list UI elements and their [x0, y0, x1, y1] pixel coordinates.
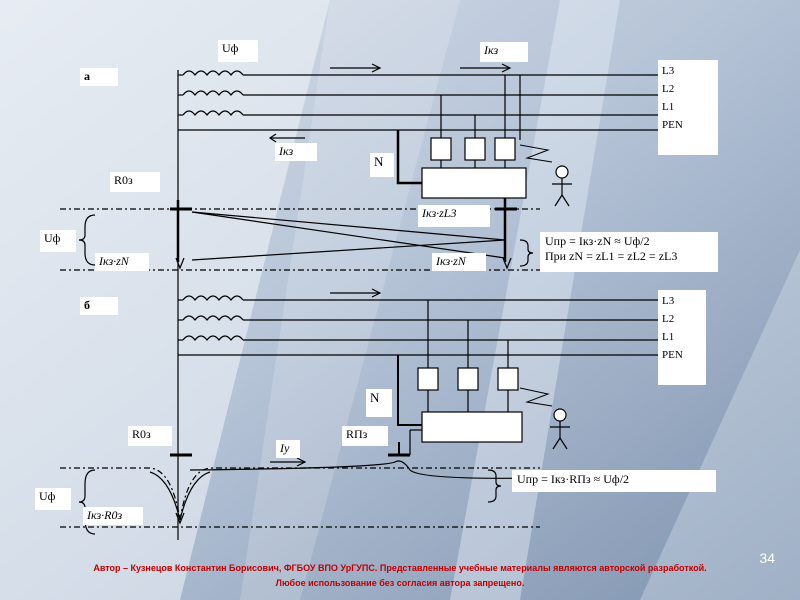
voltage-drop-label-b: Iкз·R0з: [83, 507, 143, 525]
phase-label: PEN: [662, 119, 683, 131]
phase-voltage-label: Uф: [218, 40, 258, 62]
neutral-label-a: N: [370, 153, 394, 177]
phase-label: L1: [662, 101, 675, 113]
coil-a-l3: [182, 70, 244, 76]
leak-current-label: Iу: [276, 440, 300, 458]
earth-rp-label: RПз: [342, 426, 388, 446]
phase-label: L3: [662, 295, 675, 307]
phase-label: L3: [662, 65, 675, 77]
phase-voltage-label-b: Uф: [35, 488, 71, 510]
phase-label: PEN: [662, 349, 683, 361]
voltage-drop-zn-left: Iкз·zN: [95, 253, 149, 271]
phase-labels-a: L3 L2 L1 PEN: [658, 60, 718, 155]
phase-label: L1: [662, 331, 675, 343]
voltage-drop-zn-right: Iкз·zN: [432, 253, 486, 271]
formula-box-a: Uпр = Iкз·zN ≈ Uф/2 При zN = zL1 = zL2 =…: [540, 232, 718, 272]
voltage-drop-zl3: Iкз·zL3: [418, 205, 490, 227]
phase-label: L2: [662, 83, 675, 95]
formula-touch-voltage-b: Uпр = Iкз·RПз ≈ Uф/2: [517, 472, 630, 486]
phase-voltage-side-label: Uф: [40, 230, 76, 252]
fault-current-label-2: Iкз: [275, 143, 317, 161]
section-label-a: а: [80, 68, 118, 86]
footer-author-line: Автор – Кузнецов Константин Борисович, Ф…: [93, 563, 707, 573]
phase-labels-b: L3 L2 L1 PEN: [658, 290, 706, 385]
footer-copyright-line: Любое использование без согласия автора …: [275, 578, 525, 588]
formula-touch-voltage: Uпр = Iкз·zN ≈ Uф/2: [545, 234, 650, 248]
fault-current-label: Iкз: [480, 42, 528, 62]
section-label-b: б: [80, 297, 118, 315]
formula-condition: При zN = zL1 = zL2 = zL3: [545, 249, 678, 263]
earth-resistance-label: R0з: [110, 172, 160, 192]
page-number: 34: [759, 550, 775, 566]
neutral-label-b: N: [366, 389, 392, 417]
phase-label: L2: [662, 313, 675, 325]
formula-box-b: Uпр = Iкз·RПз ≈ Uф/2: [512, 470, 716, 492]
earth-r0-label: R0з: [128, 426, 172, 446]
